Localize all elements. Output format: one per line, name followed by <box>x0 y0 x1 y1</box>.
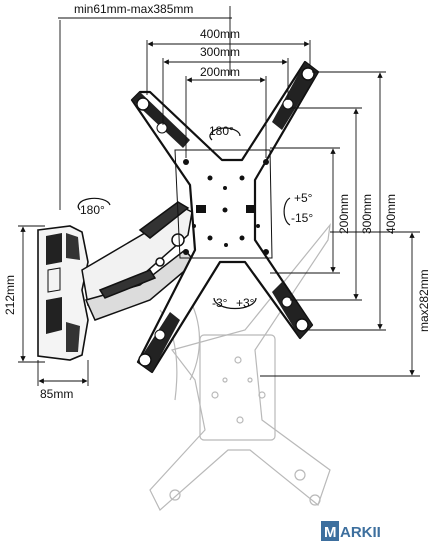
tv-mount-plate <box>130 60 320 374</box>
swivel-arm-arrow <box>77 197 111 211</box>
dimension-lines <box>18 6 420 386</box>
height-300-label: 300mm <box>360 194 374 234</box>
swivel-top-arrow <box>209 127 241 141</box>
width-400-label: 400mm <box>200 27 240 41</box>
arm-reach-label: min61mm-max385mm <box>74 2 193 16</box>
tilt-down-angle: -15° <box>291 211 313 225</box>
height-200-label: 200mm <box>337 194 351 234</box>
height-400-label: 400mm <box>384 194 398 234</box>
width-300-label: 300mm <box>200 45 240 59</box>
wall-plate <box>37 225 89 361</box>
swivel-top-angle: 180° <box>209 124 234 138</box>
rotate-arrow <box>213 297 257 310</box>
tilt-up-angle: +5° <box>294 191 313 205</box>
logo-text: ARKII <box>340 524 381 541</box>
ghost-mount-plate <box>149 222 331 511</box>
swivel-arm-angle: 180° <box>80 203 105 217</box>
rotate-right-angle: +3° <box>236 296 255 310</box>
logo-boxed-letter: M <box>324 524 337 541</box>
max-height-label: max282mm <box>417 269 431 332</box>
wall-plate-width-label: 85mm <box>40 387 73 401</box>
articulating-arm <box>81 201 197 321</box>
brand-logo: M ARKII <box>321 521 381 541</box>
wall-plate-height-label: 212mm <box>3 275 17 315</box>
rotation-arrows <box>77 127 291 310</box>
tilt-arrow <box>283 197 291 226</box>
rotate-left-angle: -3° <box>212 296 228 310</box>
width-200-label: 200mm <box>200 65 240 79</box>
